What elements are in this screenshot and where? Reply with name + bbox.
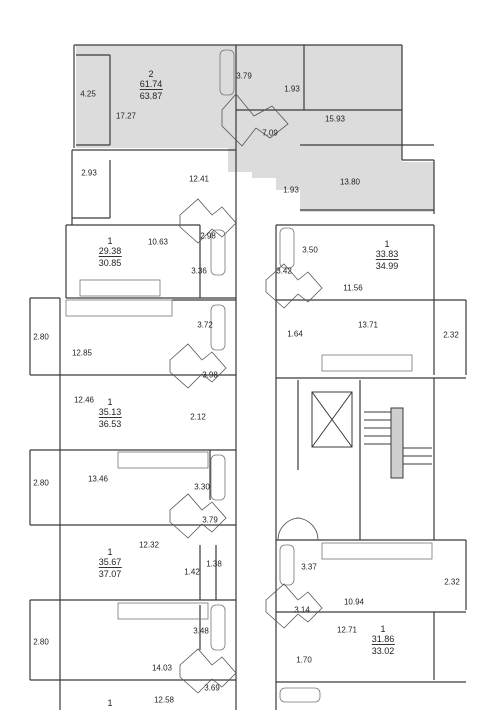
room-area: 13.46 [87, 474, 109, 484]
room-area: 2.32 [443, 330, 459, 340]
room-area: 3.37 [301, 562, 317, 572]
room-area: 3.79 [202, 515, 218, 525]
room-area: 13.71 [357, 320, 379, 330]
apartment-label-a6: 1 31.86 33.02 [371, 624, 395, 656]
room-area: 1.70 [296, 655, 312, 665]
stair-and-elevator [311, 391, 432, 479]
room-area: 3.48 [193, 626, 209, 636]
room-area: 3.50 [302, 245, 318, 255]
room-area: 3.79 [236, 71, 252, 81]
room-area: 3.72 [197, 320, 213, 330]
room-area: 2.12 [190, 412, 206, 422]
kitchen-counters [65, 279, 433, 620]
room-area: 1.93 [284, 84, 300, 94]
room-area: 12.41 [188, 174, 210, 184]
room-area: 1.38 [206, 559, 222, 569]
room-area: 13.80 [339, 177, 361, 187]
apartment-label-a1: 2 61.74 63.87 [139, 69, 163, 101]
room-area: 3.42 [276, 266, 292, 276]
room-area: 3.69 [204, 683, 220, 693]
room-area: 3.30 [194, 482, 210, 492]
room-area: 1.42 [184, 567, 200, 577]
room-area: 3.36 [191, 266, 207, 276]
room-area: 17.27 [115, 111, 137, 121]
room-area: 11.56 [343, 283, 363, 293]
room-area: 7.09 [262, 128, 278, 138]
room-area: 3.14 [294, 605, 310, 615]
room-area: 3.98 [202, 370, 218, 380]
walls [29, 44, 467, 710]
apartment-label-a2: 1 29.38 30.85 [98, 236, 122, 268]
room-area: 10.63 [147, 237, 169, 247]
room-area: 10.94 [343, 597, 365, 607]
room-area: 4.25 [80, 89, 96, 99]
selected-apartment-fill [74, 45, 434, 212]
room-area: 2.32 [444, 577, 460, 587]
room-area: 1.64 [287, 329, 303, 339]
room-area: 12.58 [153, 695, 175, 705]
room-area: 1.93 [283, 185, 299, 195]
apartment-label-a4: 1 35.13 36.53 [98, 397, 122, 429]
room-area: 12.85 [71, 348, 93, 358]
apartment-label-a7: 1 [107, 698, 113, 708]
room-area: 12.32 [138, 540, 160, 550]
apartment-label-a5: 1 35.67 37.07 [98, 547, 122, 579]
room-area: 2.93 [81, 168, 97, 178]
room-area: 12.46 [73, 395, 95, 405]
room-area: 2.80 [33, 637, 49, 647]
room-area: 15.93 [324, 114, 346, 124]
room-area: 2.98 [200, 231, 216, 241]
balcony-doors [169, 93, 323, 694]
room-area: 2.80 [33, 478, 49, 488]
apartment-label-a3: 1 33.83 34.99 [375, 239, 399, 271]
room-area: 12.71 [336, 625, 358, 635]
room-area: 2.80 [33, 332, 49, 342]
room-area: 14.03 [151, 663, 173, 673]
